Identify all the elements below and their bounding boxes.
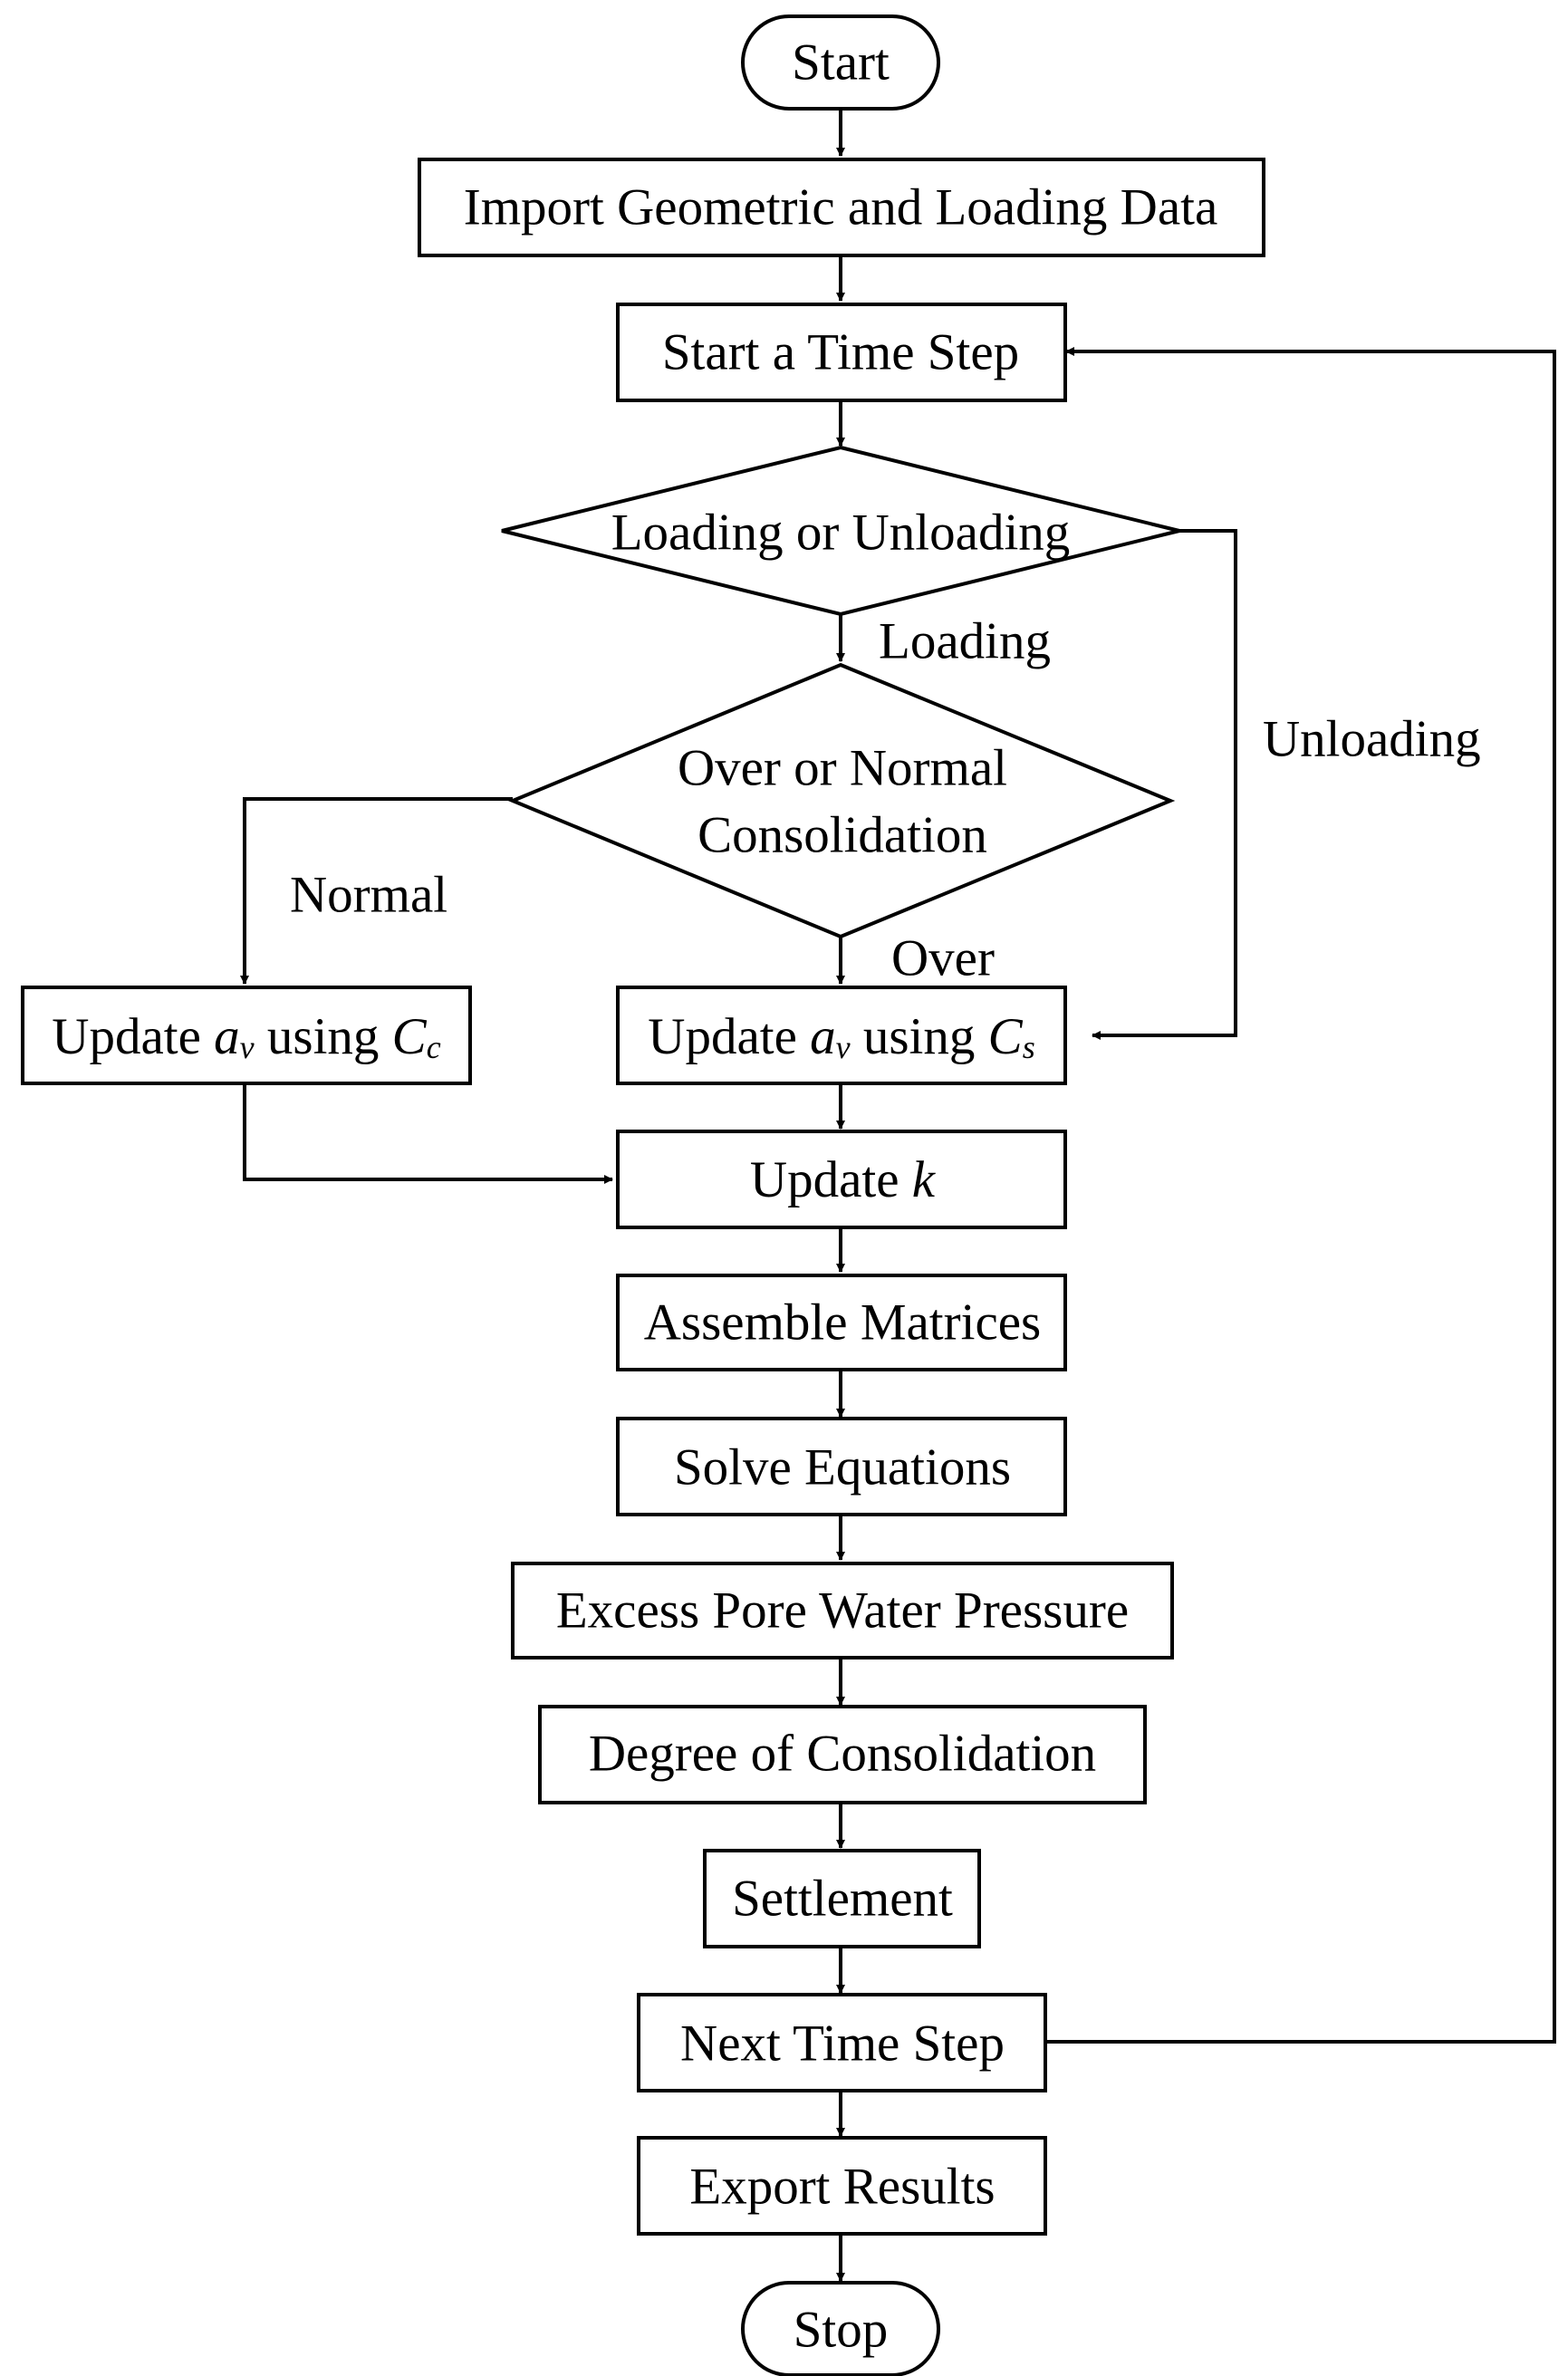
node-solve-label: Solve Equations bbox=[674, 1439, 1011, 1496]
node-start: Start bbox=[741, 14, 940, 111]
decision-consolidation-label-line2: Consolidation bbox=[697, 807, 987, 864]
node-update-av-cs-label: Update av using Cs bbox=[648, 1008, 1034, 1066]
node-stop: Stop bbox=[741, 2281, 940, 2376]
node-settlement: Settlement bbox=[703, 1849, 981, 1948]
node-update-k: Update k bbox=[616, 1130, 1067, 1229]
node-export: Export Results bbox=[637, 2136, 1047, 2236]
decision-loading-unloading-label: Loading or Unloading bbox=[611, 505, 1071, 562]
edge-load-decision-unloading bbox=[1092, 529, 1237, 1040]
node-assemble-label: Assemble Matrices bbox=[644, 1294, 1041, 1352]
node-stop-label: Stop bbox=[794, 2302, 889, 2359]
node-settlement-label: Settlement bbox=[732, 1871, 953, 1928]
node-export-label: Export Results bbox=[689, 2159, 995, 2216]
node-update-av-cc: Update av using Cc bbox=[21, 986, 472, 1085]
node-import: Import Geometric and Loading Data bbox=[418, 158, 1265, 257]
node-pore-pressure: Excess Pore Water Pressure bbox=[511, 1562, 1174, 1659]
node-update-av-cs: Update av using Cs bbox=[616, 986, 1067, 1085]
node-assemble: Assemble Matrices bbox=[616, 1274, 1067, 1371]
edge-label-unloading: Unloading bbox=[1263, 711, 1481, 768]
node-start-step: Start a Time Step bbox=[616, 303, 1067, 402]
edge-update-cc-update-k bbox=[243, 1083, 613, 1184]
edge-label-normal: Normal bbox=[290, 867, 447, 924]
node-solve: Solve Equations bbox=[616, 1417, 1067, 1516]
node-start-label: Start bbox=[792, 34, 890, 91]
node-degree: Degree of Consolidation bbox=[538, 1705, 1147, 1804]
node-start-step-label: Start a Time Step bbox=[662, 324, 1019, 381]
node-update-k-label: Update k bbox=[750, 1151, 937, 1208]
node-update-av-cc-label: Update av using Cc bbox=[52, 1008, 440, 1066]
decision-consolidation: Over or Normal Consolidation bbox=[507, 662, 1176, 939]
node-next-step-label: Next Time Step bbox=[680, 2015, 1005, 2073]
node-import-label: Import Geometric and Loading Data bbox=[464, 179, 1218, 236]
node-pore-pressure-label: Excess Pore Water Pressure bbox=[556, 1582, 1129, 1640]
edge-consol-decision-normal bbox=[240, 797, 513, 985]
edges bbox=[240, 109, 1556, 2282]
decision-loading-unloading: Loading or Unloading bbox=[501, 445, 1180, 617]
decision-consolidation-label-line1: Over or Normal bbox=[678, 740, 1007, 797]
edge-label-loading: Loading bbox=[879, 613, 1051, 670]
node-next-step: Next Time Step bbox=[637, 1993, 1047, 2092]
edge-next-step-loop bbox=[1045, 347, 1556, 2044]
node-degree-label: Degree of Consolidation bbox=[589, 1726, 1096, 1783]
edge-label-over: Over bbox=[891, 930, 995, 987]
